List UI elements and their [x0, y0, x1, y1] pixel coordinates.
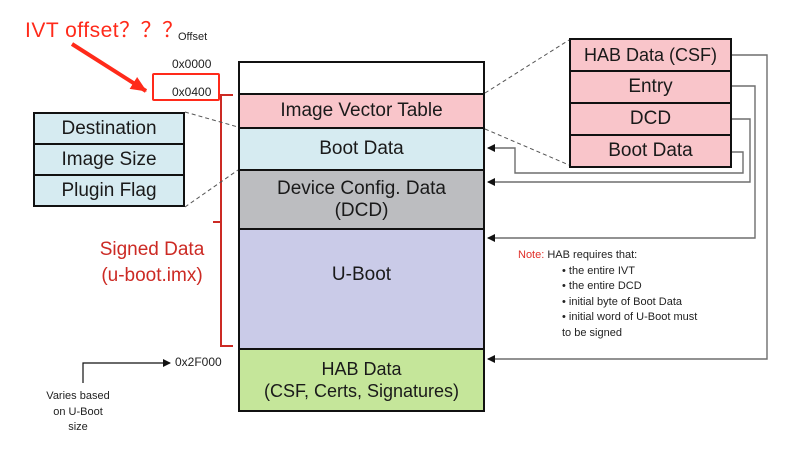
varies-line2: on U-Boot [53, 405, 103, 418]
dcd-label-line2: (DCD) [334, 199, 389, 221]
ivt-label: Image Vector Table [280, 100, 443, 121]
note-text: HAB requires that: [547, 249, 638, 261]
varies-arrow [82, 359, 171, 383]
memory-block-hab-data: HAB Data (CSF, Certs, Signatures) [238, 348, 485, 412]
destination-label: Destination [61, 117, 157, 139]
hab-note: Note: HAB requires that: • the entire IV… [518, 248, 697, 341]
hab-data-label-line2: (CSF, Certs, Signatures) [263, 381, 460, 401]
offset-0x0400-highlight-box [152, 73, 220, 101]
offset-header: Offset [178, 31, 208, 43]
offset-0x0400: 0x0400 [172, 85, 212, 99]
ivt-detail-connector [484, 39, 570, 166]
signed-data-label: Signed Data (u-boot.imx) [92, 237, 212, 289]
memory-block-u-boot: U-Boot [238, 228, 485, 350]
note-prefix: Note: [518, 249, 545, 261]
ivt-pointer-wires [487, 54, 768, 363]
boot-data-field-plugin-flag: Plugin Flag [33, 174, 185, 207]
u-boot-label: U-Boot [331, 264, 392, 285]
note-bullet: • initial word of U-Boot must [562, 311, 698, 323]
note-trailer: to be signed [562, 326, 622, 339]
signed-data-line1: Signed Data [99, 239, 205, 260]
boot-data-label: Boot Data [319, 138, 404, 159]
note-bullet: • the entire IVT [562, 264, 635, 277]
signed-data-bracket [213, 94, 233, 347]
annotation-arrow [70, 42, 148, 93]
boot-data-detail-connector [184, 111, 239, 208]
hab-data-label-line1: HAB Data [321, 359, 402, 379]
image-size-label: Image Size [61, 148, 157, 170]
varies-line3: size [68, 421, 88, 433]
ivt-offset-annotation: IVT offset？？？ [25, 19, 184, 42]
boot-data-field-label: Boot Data [608, 140, 693, 161]
note-bullet: • initial byte of Boot Data [562, 295, 683, 308]
boot-data-field-destination: Destination [33, 112, 185, 145]
offset-0x0000: 0x0000 [172, 57, 212, 71]
note-heading: Note: HAB requires that: [518, 248, 697, 264]
hab-data-csf-label: HAB Data (CSF) [583, 44, 718, 65]
boot-data-detail-table: Destination Image Size Plugin Flag [33, 112, 185, 207]
ivt-detail-table: HAB Data (CSF) Entry DCD Boot Data [569, 38, 732, 168]
dcd-field-label: DCD [629, 108, 672, 129]
dcd-label-line1: Device Config. Data [277, 177, 446, 199]
memory-block-ivt: Image Vector Table [238, 93, 485, 129]
offset-0x2F000: 0x2F000 [175, 355, 222, 369]
varies-note: Varies based on U-Boot size [38, 389, 118, 436]
boot-data-field-image-size: Image Size [33, 143, 185, 176]
memory-block-dcd: Device Config. Data (DCD) [238, 169, 485, 230]
memory-block-boot-data: Boot Data [238, 127, 485, 171]
varies-line1: Varies based [46, 390, 110, 402]
entry-label: Entry [628, 76, 673, 97]
note-bullet: • the entire DCD [562, 280, 642, 292]
ivt-field-boot-data: Boot Data [569, 134, 732, 168]
signed-data-line2: (u-boot.imx) [101, 265, 203, 286]
plugin-flag-label: Plugin Flag [61, 179, 157, 201]
ivt-field-entry: Entry [569, 70, 732, 104]
